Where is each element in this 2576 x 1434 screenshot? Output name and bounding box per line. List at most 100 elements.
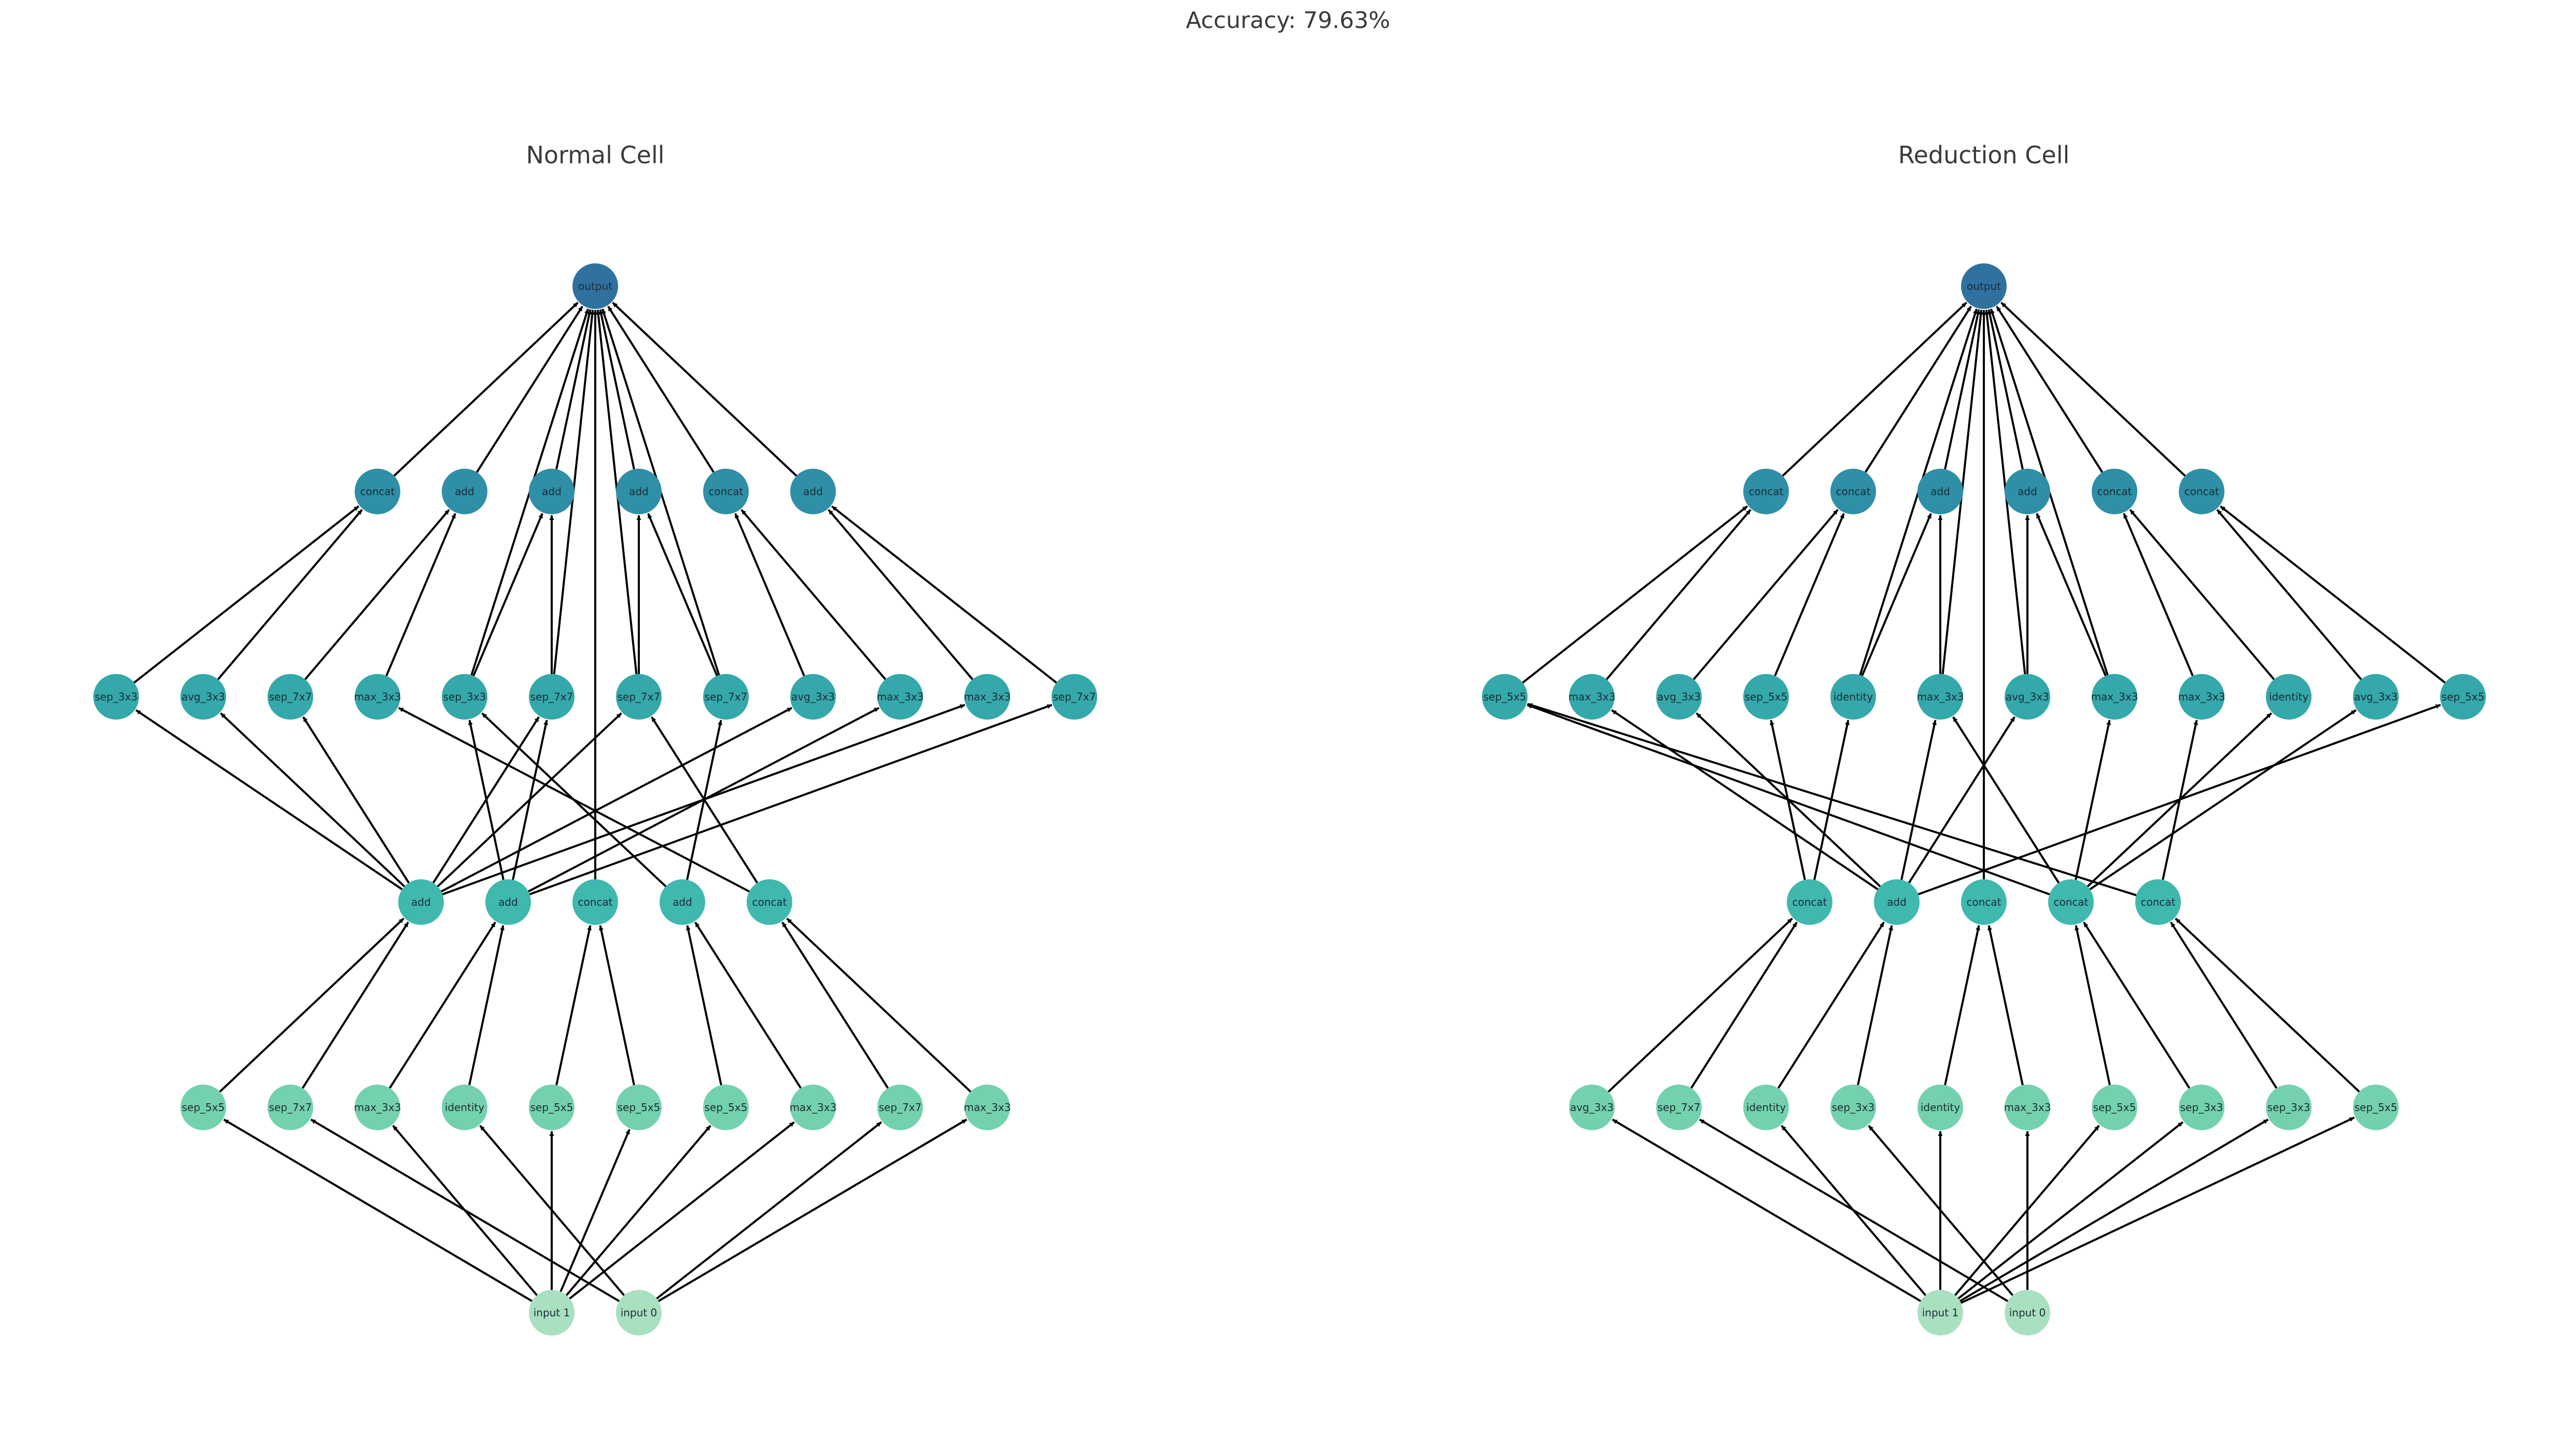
node-label: output bbox=[1967, 280, 2001, 292]
node-circle bbox=[877, 674, 923, 720]
node-circle bbox=[1743, 674, 1789, 720]
node-label: input 1 bbox=[1922, 1306, 1959, 1319]
node-circle bbox=[616, 469, 662, 514]
edge bbox=[781, 921, 889, 1089]
graph-node: max_3x3 bbox=[2178, 674, 2225, 720]
edge bbox=[302, 716, 410, 883]
node-circle bbox=[180, 1085, 226, 1130]
graph-node: max_3x3 bbox=[354, 674, 401, 720]
graph-node: sep_5x5 bbox=[2440, 674, 2486, 720]
node-circle bbox=[703, 674, 749, 720]
edge bbox=[740, 509, 887, 680]
node-circle bbox=[1961, 879, 2007, 925]
node-circle bbox=[1743, 469, 1789, 514]
node-label: concat bbox=[2097, 485, 2132, 498]
graph-node: add bbox=[660, 879, 705, 925]
graph-node: add bbox=[1874, 879, 1920, 925]
graph-node: avg_3x3 bbox=[790, 674, 836, 720]
node-circle bbox=[1787, 879, 1832, 925]
edge bbox=[1781, 1124, 1927, 1296]
node-label: input 0 bbox=[621, 1306, 657, 1319]
graph-node: max_3x3 bbox=[877, 674, 923, 720]
graph-node: input 1 bbox=[529, 1290, 575, 1335]
graph-node: sep_7x7 bbox=[268, 674, 313, 720]
graph-node: concat bbox=[572, 879, 618, 925]
node-label: avg_3x3 bbox=[1657, 691, 1701, 703]
node-label: sep_3x3 bbox=[443, 691, 486, 703]
edge bbox=[441, 707, 793, 893]
edge bbox=[686, 925, 722, 1086]
node-label: add bbox=[629, 485, 649, 498]
node-label: add bbox=[673, 896, 692, 908]
edge bbox=[472, 513, 543, 677]
node-circle bbox=[2005, 469, 2050, 514]
node-label: add bbox=[803, 485, 823, 498]
edge bbox=[1987, 925, 2024, 1086]
graph-node: avg_3x3 bbox=[2005, 674, 2050, 720]
node-label: max_3x3 bbox=[790, 1101, 837, 1114]
node-label: sep_3x3 bbox=[2180, 1101, 2223, 1114]
node-circle bbox=[485, 879, 531, 925]
graph-node: sep_7x7 bbox=[1656, 1085, 1702, 1130]
edge bbox=[220, 712, 405, 888]
node-circle bbox=[529, 1085, 575, 1130]
node-circle bbox=[2179, 1085, 2224, 1130]
node-circle bbox=[2266, 1085, 2312, 1130]
edge bbox=[1857, 925, 1893, 1086]
graph-node: max_3x3 bbox=[790, 1085, 837, 1130]
node-label: sep_3x3 bbox=[1832, 1101, 1875, 1114]
node-circle bbox=[355, 469, 400, 514]
edge bbox=[656, 1121, 883, 1300]
edge bbox=[2129, 509, 2275, 680]
edge bbox=[2075, 720, 2111, 880]
node-label: max_3x3 bbox=[354, 691, 401, 703]
edge bbox=[1782, 302, 1967, 477]
edge bbox=[831, 505, 1057, 684]
node-circle bbox=[180, 674, 226, 720]
edge bbox=[1954, 1124, 2100, 1296]
node-label: max_3x3 bbox=[1917, 691, 1964, 703]
graph-node: sep_5x5 bbox=[2353, 1085, 2399, 1130]
graph-node: identity bbox=[1917, 1085, 1963, 1130]
node-label: sep_5x5 bbox=[2093, 1101, 2136, 1114]
node-label: sep_7x7 bbox=[1053, 691, 1096, 703]
edge bbox=[599, 309, 635, 470]
edge bbox=[2216, 509, 2362, 680]
node-label: add bbox=[411, 896, 431, 908]
edge bbox=[599, 925, 635, 1086]
node-label: sep_7x7 bbox=[705, 691, 748, 703]
edge bbox=[612, 302, 797, 477]
node-label: sep_7x7 bbox=[530, 691, 573, 703]
node-circle bbox=[2092, 674, 2137, 720]
node-label: concat bbox=[708, 485, 743, 498]
node-circle bbox=[703, 1085, 749, 1130]
node-label: concat bbox=[752, 896, 787, 908]
node-circle bbox=[1917, 1290, 1963, 1335]
node-label: max_3x3 bbox=[1569, 691, 1616, 703]
graph-node: concat bbox=[1787, 879, 1832, 925]
node-label: sep_3x3 bbox=[95, 691, 138, 703]
node-label: avg_3x3 bbox=[181, 691, 225, 703]
node-circle bbox=[2005, 674, 2050, 720]
edge bbox=[529, 704, 1053, 895]
edge bbox=[559, 1129, 631, 1292]
edge bbox=[786, 918, 972, 1093]
node-circle bbox=[572, 879, 618, 925]
node-label: avg_3x3 bbox=[1570, 1101, 1614, 1114]
node-label: concat bbox=[2140, 896, 2175, 908]
graph-node: add bbox=[790, 469, 836, 514]
node-label: max_3x3 bbox=[964, 1101, 1011, 1114]
graph-node: sep_5x5 bbox=[1482, 674, 1528, 720]
node-circle bbox=[1874, 879, 1920, 925]
edge bbox=[565, 1124, 711, 1296]
node-circle bbox=[877, 1085, 923, 1130]
node-label: avg_3x3 bbox=[791, 691, 835, 703]
node-label: concat bbox=[578, 896, 612, 908]
edge bbox=[223, 1118, 533, 1302]
edge bbox=[133, 505, 360, 684]
node-label: identity bbox=[445, 1101, 484, 1114]
graph-node: sep_3x3 bbox=[2266, 1085, 2312, 1130]
node-label: sep_3x3 bbox=[2267, 1101, 2311, 1114]
